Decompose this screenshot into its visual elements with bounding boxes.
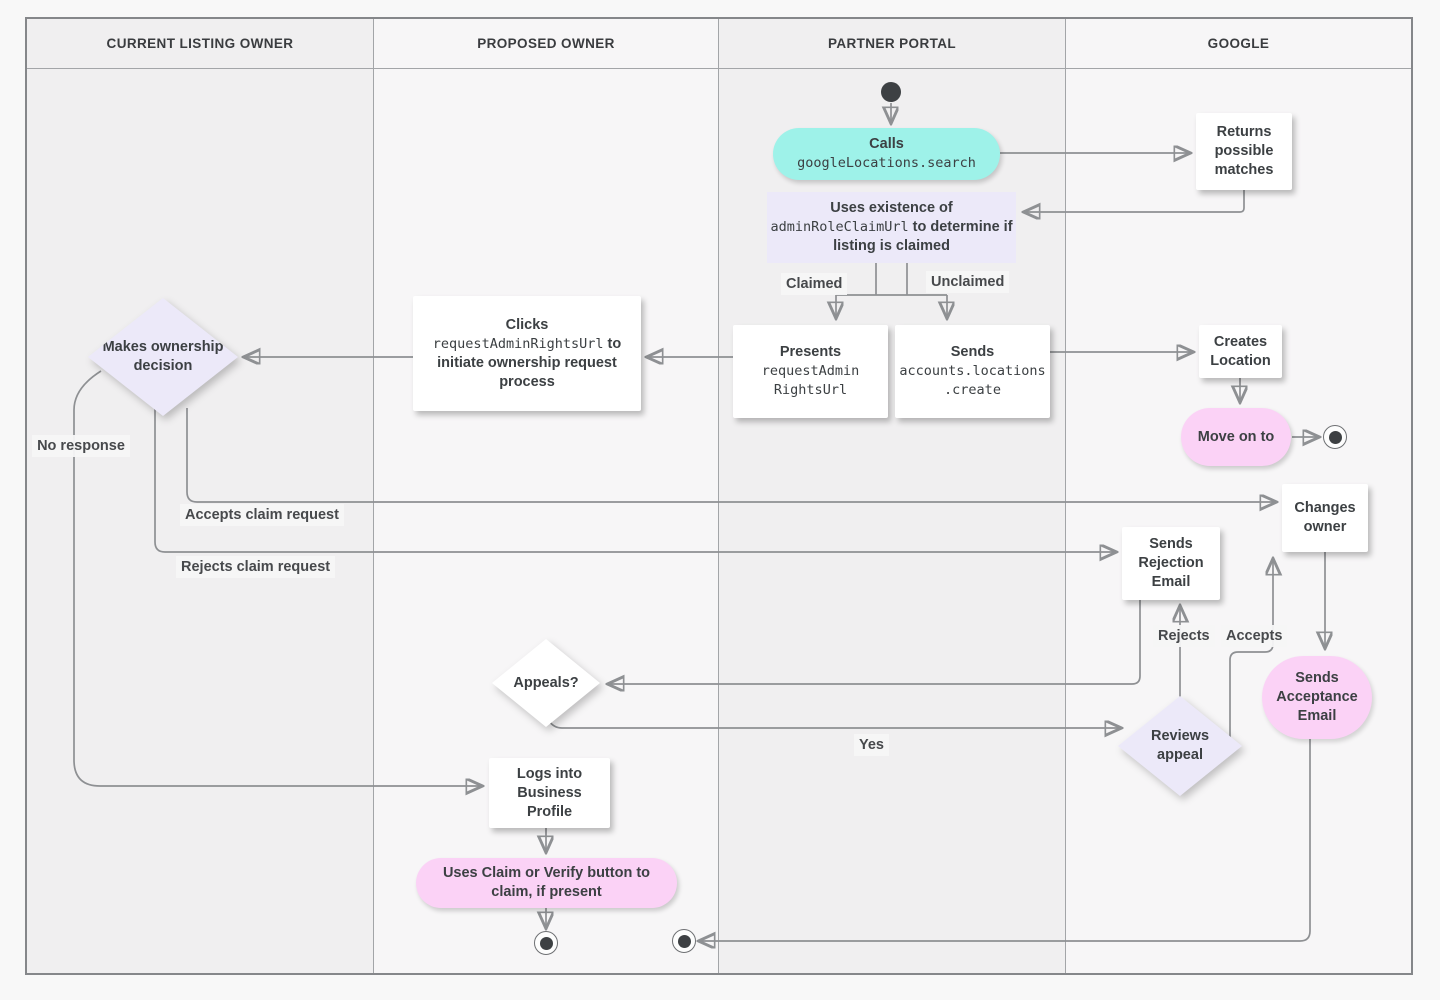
node-label: Sends Rejection Email xyxy=(1138,536,1204,590)
edge-label-no-response: No response xyxy=(32,435,130,457)
edge-label-rejects-claim-request: Rejects claim request xyxy=(176,556,336,578)
node-text-pre: Clicks xyxy=(505,316,549,333)
node-code-line: .create xyxy=(944,382,1001,398)
diamond-label: Reviews appeal xyxy=(1118,696,1242,796)
node-title: Sends xyxy=(950,344,995,360)
node-code-line: accounts.locations xyxy=(899,363,1046,379)
lane-header-proposed-owner: PROPOSED OWNER xyxy=(374,19,718,69)
edge-label-claimed: Claimed xyxy=(781,273,848,295)
end-node-inner-dot xyxy=(1328,430,1342,444)
reviews-appeal-diamond: Reviews appeal xyxy=(1118,696,1242,796)
node-label: Move on to xyxy=(1197,428,1275,445)
node-label: Sends Acceptance Email xyxy=(1276,670,1358,724)
lane-proposed-owner: PROPOSED OWNER xyxy=(374,19,719,973)
appeals-decision-diamond: Appeals? xyxy=(492,639,600,727)
node-text-pre: Uses existence of xyxy=(830,200,953,216)
end-node-create xyxy=(1323,425,1347,449)
node-label: Creates Location xyxy=(1210,333,1271,369)
start-node xyxy=(881,82,901,102)
node-rich-text: Clicks requestAdminRightsUrl to initiate … xyxy=(419,316,635,392)
sends-accounts-locations-create-node: Sends accounts.locations .create xyxy=(895,325,1050,418)
clicks-request-admin-rights-url-node: Clicks requestAdminRightsUrl to initiate … xyxy=(413,296,641,411)
end-node-acceptance xyxy=(672,929,696,953)
node-code-line: RightsUrl xyxy=(773,382,848,398)
node-label: Logs into Business Profile xyxy=(516,765,583,820)
lane-header-google: GOOGLE xyxy=(1066,19,1411,69)
node-text-post: to initiate ownership request process xyxy=(437,335,622,390)
returns-possible-matches-node: Returns possible matches xyxy=(1196,113,1292,190)
uses-claim-or-verify-button-node: Uses Claim or Verify button to claim, if… xyxy=(416,858,677,908)
node-title: Calls xyxy=(869,136,904,152)
lane-current-listing-owner: CURRENT LISTING OWNER xyxy=(27,19,374,973)
end-node-inner-dot xyxy=(539,936,553,950)
lane-header-partner-portal: PARTNER PORTAL xyxy=(719,19,1065,69)
presents-request-admin-rights-url-node: Presents requestAdmin RightsUrl xyxy=(733,325,888,418)
node-code-text: googleLocations.search xyxy=(797,155,976,171)
node-code-text: requestAdminRightsUrl xyxy=(432,335,604,352)
edge-label-accepts: Accepts xyxy=(1221,625,1288,647)
diamond-label: Appeals? xyxy=(492,639,600,727)
edge-label-accepts-claim-request: Accepts claim request xyxy=(180,504,344,526)
node-label: Returns possible matches xyxy=(1214,124,1274,178)
edge-label-unclaimed: Unclaimed xyxy=(926,271,1010,293)
node-label: Uses Claim or Verify button to claim, if… xyxy=(442,865,651,900)
changes-owner-node: Changes owner xyxy=(1282,484,1368,552)
node-title: Presents xyxy=(779,344,842,360)
diamond-label: Makes ownership decision xyxy=(88,298,238,416)
node-label: Changes owner xyxy=(1294,500,1356,535)
calls-google-locations-search-node: Calls googleLocations.search xyxy=(773,128,1000,180)
lane-header-current-listing-owner: CURRENT LISTING OWNER xyxy=(27,19,373,69)
end-node-inner-dot xyxy=(677,934,691,948)
node-rich-text: Uses existence of adminRoleClaimUrl to d… xyxy=(767,199,1016,256)
move-on-to-node: Move on to xyxy=(1181,408,1291,466)
makes-ownership-decision-diamond: Makes ownership decision xyxy=(88,298,238,416)
node-text-post: to determine if listing is claimed xyxy=(833,219,1013,254)
uses-existence-admin-role-claim-url-node: Uses existence of adminRoleClaimUrl to d… xyxy=(767,192,1016,263)
logs-into-business-profile-node: Logs into Business Profile xyxy=(489,758,610,828)
sends-rejection-email-node: Sends Rejection Email xyxy=(1122,527,1220,600)
node-code-text: adminRoleClaimUrl xyxy=(770,219,909,235)
node-code-line: requestAdmin xyxy=(761,363,860,379)
creates-location-node: Creates Location xyxy=(1199,325,1282,378)
edge-label-rejects: Rejects xyxy=(1153,625,1215,647)
edge-label-yes: Yes xyxy=(854,734,889,756)
end-node-claim xyxy=(534,931,558,955)
sends-acceptance-email-node: Sends Acceptance Email xyxy=(1262,656,1372,739)
